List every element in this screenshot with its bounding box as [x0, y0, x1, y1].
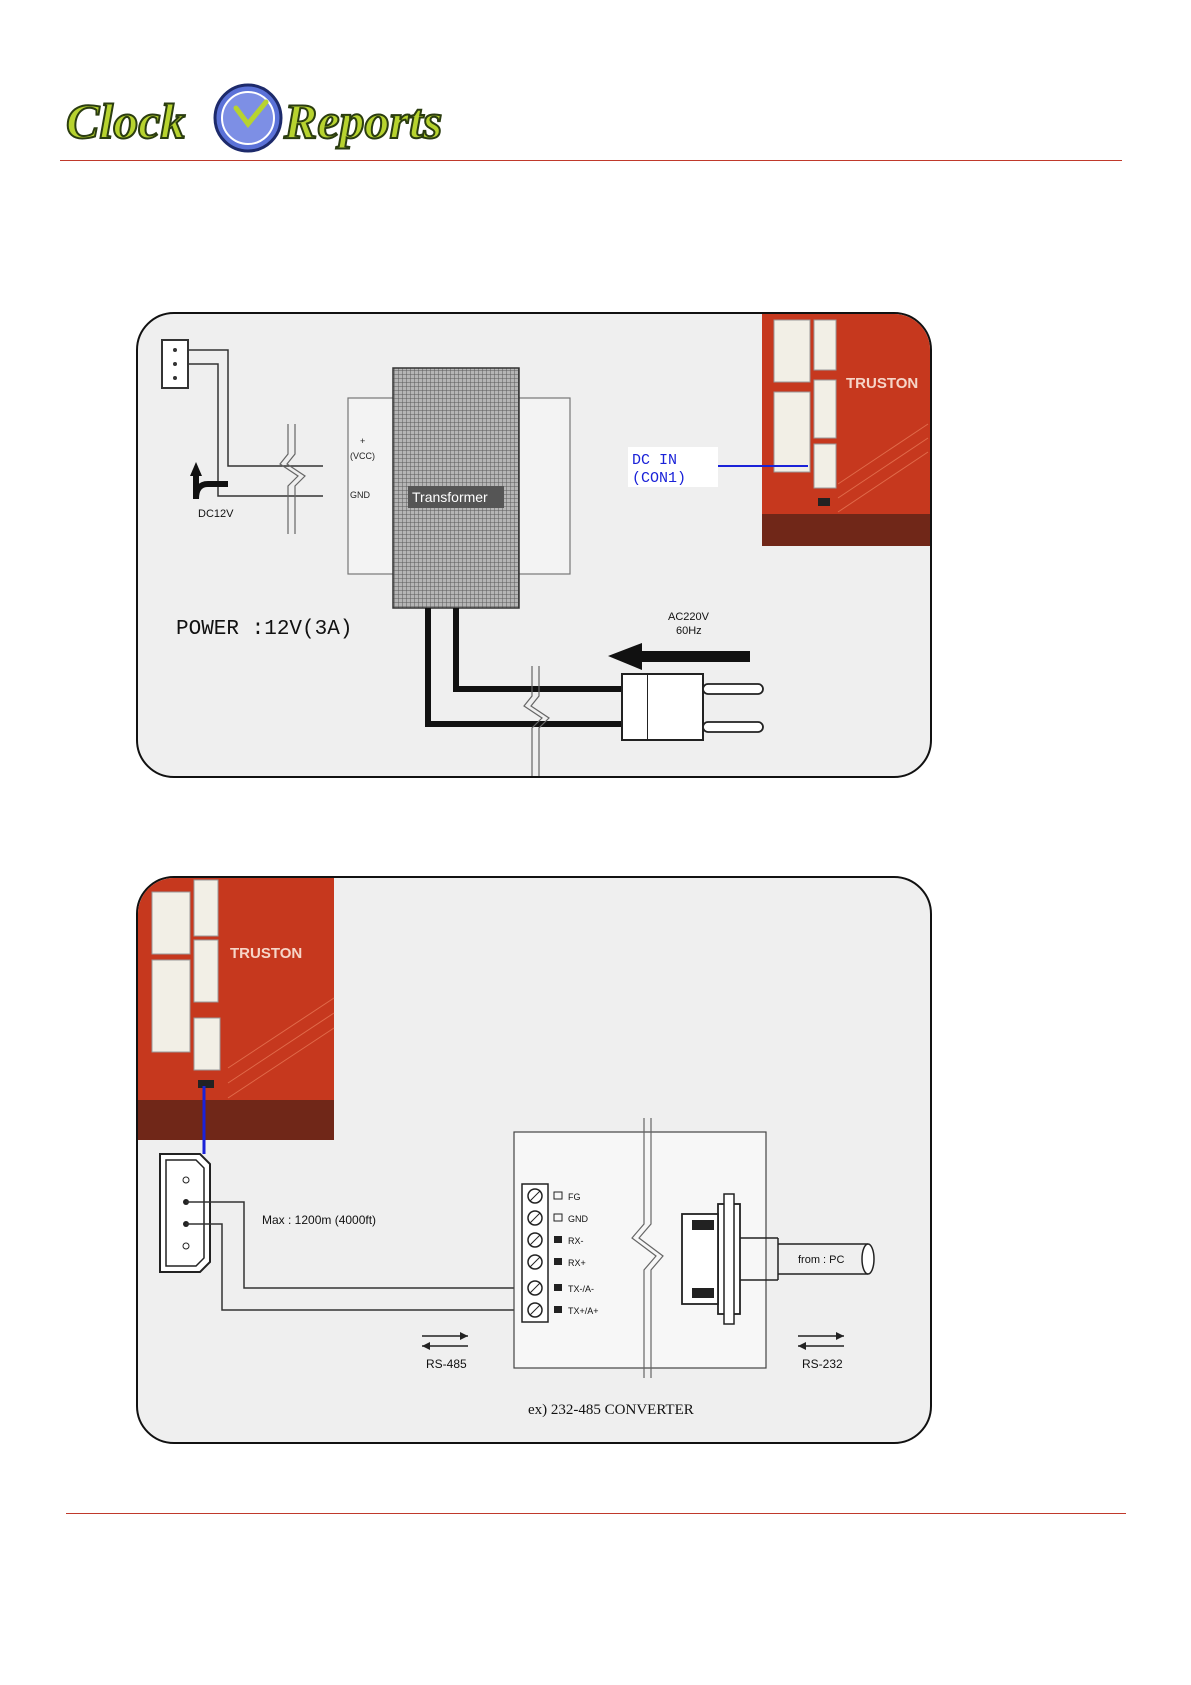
vcc-label: (VCC)	[350, 451, 375, 461]
converter-label: ex) 232-485 CONVERTER	[528, 1402, 694, 1418]
terminal-tx-plus: TX+/A+	[568, 1306, 599, 1316]
wire-tx-plus	[186, 1224, 528, 1310]
gnd-label: GND	[350, 490, 371, 500]
ac-voltage-label: AC220V	[668, 611, 710, 623]
dc-arrow	[190, 462, 228, 499]
rs232-arrows	[798, 1332, 844, 1350]
comm-diagram: TRUSTON Max : 1200m (4000ft)	[138, 878, 930, 1442]
logo-word-right: Reports	[283, 93, 442, 149]
board-brand-power: TRUSTON	[846, 375, 918, 392]
power-diagram: DC12V + (VCC) GND Transformer AC220V 60H…	[138, 314, 930, 776]
logo: Clock Reports	[66, 80, 466, 160]
db9-connector	[682, 1194, 874, 1324]
con1-label: (CON1)	[632, 470, 686, 487]
logo-word-left: Clock	[66, 93, 185, 149]
terminal-tx-minus: TX-/A-	[568, 1284, 594, 1294]
board-photo-power: TRUSTON	[762, 314, 930, 546]
power-diagram-panel: DC12V + (VCC) GND Transformer AC220V 60H…	[136, 312, 932, 778]
header-rule	[60, 160, 1122, 161]
power-label: POWER :12V(3A)	[176, 618, 352, 641]
comm-diagram-panel: TRUSTON Max : 1200m (4000ft)	[136, 876, 932, 1444]
rs485-label: RS-485	[426, 1357, 467, 1371]
clock-icon	[215, 85, 281, 151]
transformer-label: Transformer	[412, 489, 488, 505]
terminal-gnd: GND	[568, 1214, 589, 1224]
footer-rule	[66, 1513, 1126, 1514]
dc12v-label: DC12V	[198, 508, 234, 520]
dc-connector	[162, 340, 188, 388]
board-brand-comm: TRUSTON	[230, 945, 302, 962]
board-photo-comm: TRUSTON	[138, 878, 334, 1140]
terminal-rx-plus: RX+	[568, 1258, 586, 1268]
dc-in-label: DC IN	[632, 452, 677, 469]
vcc-plus-label: +	[360, 436, 365, 446]
rs232-label: RS-232	[802, 1357, 843, 1371]
ac-arrow	[608, 643, 750, 670]
terminal-rx-minus: RX-	[568, 1236, 584, 1246]
rs485-arrows	[422, 1332, 468, 1350]
terminal-fg: FG	[568, 1192, 581, 1202]
from-pc-label: from : PC	[798, 1254, 845, 1266]
ac-plug	[622, 674, 763, 740]
max-distance-label: Max : 1200m (4000ft)	[262, 1213, 376, 1227]
ac-frequency-label: 60Hz	[676, 625, 702, 637]
comm-connector	[160, 1154, 210, 1272]
